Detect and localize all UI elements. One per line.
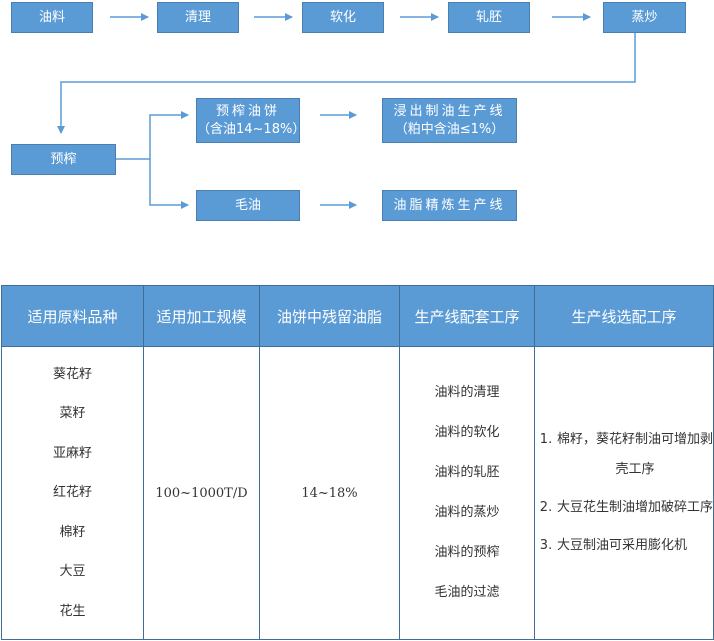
option-item: 3. 大豆制油可采用膨化机 — [539, 538, 688, 553]
flow-node-prepress-cake: 预榨油饼 （含油14~18%） — [196, 98, 305, 143]
option-item: 2. 大豆花生制油增加破碎工序 — [539, 500, 714, 515]
flow-node-flaking: 轧胚 — [448, 2, 530, 33]
cell-scale: 100~1000T/D — [143, 346, 260, 640]
material-item: 红花籽 — [52, 485, 92, 501]
connector-cooking-to-prepress — [57, 33, 636, 134]
process-item: 油料的清理 — [434, 385, 500, 400]
table-header-row: 适用原料品种 适用加工规模 油饼中残留油脂 生产线配套工序 生产线选配工序 — [1, 285, 714, 347]
flow-node-cleaning: 清理 — [157, 2, 239, 33]
flow-connectors — [57, 13, 636, 209]
table-row: 葵花籽 菜籽 亚麻籽 红花籽 棉籽 大豆 花生 100~1000T/D 14~1… — [1, 346, 714, 640]
header-residual-oil: 油饼中残留油脂 — [259, 285, 400, 347]
cell-materials: 葵花籽 菜籽 亚麻籽 红花籽 棉籽 大豆 花生 — [1, 346, 144, 640]
flow-node-refining-line: 油脂精炼生产线 — [382, 190, 517, 221]
option-item: 1. 棉籽，葵花籽制油可增加剥壳工序 — [539, 432, 714, 477]
flow-node-softening: 软化 — [302, 2, 384, 33]
process-item: 油料的蒸炒 — [434, 505, 500, 520]
spec-table: 适用原料品种 适用加工规模 油饼中残留油脂 生产线配套工序 生产线选配工序 葵花… — [1, 285, 714, 640]
process-item: 油料的软化 — [434, 425, 500, 440]
material-item: 葵花籽 — [52, 366, 92, 382]
material-item: 大豆 — [59, 564, 86, 580]
flow-node-extraction-line: 浸出制油生产线 （粕中含油≤1%） — [382, 98, 517, 143]
header-optional-processes: 生产线选配工序 — [534, 285, 714, 347]
header-standard-processes: 生产线配套工序 — [399, 285, 535, 347]
cell-residual-oil: 14~18% — [259, 346, 400, 640]
process-item: 毛油的过滤 — [434, 585, 500, 600]
process-item: 油料的轧胚 — [434, 465, 500, 480]
cell-standard-processes: 油料的清理 油料的软化 油料的轧胚 油料的蒸炒 油料的预榨 毛油的过滤 — [399, 346, 535, 640]
header-materials: 适用原料品种 — [1, 285, 144, 347]
flow-node-crude-oil: 毛油 — [196, 190, 300, 221]
cell-optional-processes: 1. 棉籽，葵花籽制油可增加剥壳工序 2. 大豆花生制油增加破碎工序 3. 大豆… — [534, 346, 714, 640]
process-item: 油料的预榨 — [434, 545, 500, 560]
connector-prepress-to-crude-oil — [149, 159, 189, 209]
material-item: 花生 — [59, 603, 86, 619]
header-scale: 适用加工规模 — [143, 285, 260, 347]
connector-prepress-branch — [116, 111, 189, 160]
material-item: 亚麻籽 — [52, 445, 92, 461]
material-item: 菜籽 — [59, 406, 86, 422]
flow-node-cooking: 蒸炒 — [603, 2, 686, 33]
flow-node-prepress: 预榨 — [11, 144, 116, 175]
flow-node-oilseed: 油料 — [11, 2, 93, 33]
material-item: 棉籽 — [59, 524, 86, 540]
